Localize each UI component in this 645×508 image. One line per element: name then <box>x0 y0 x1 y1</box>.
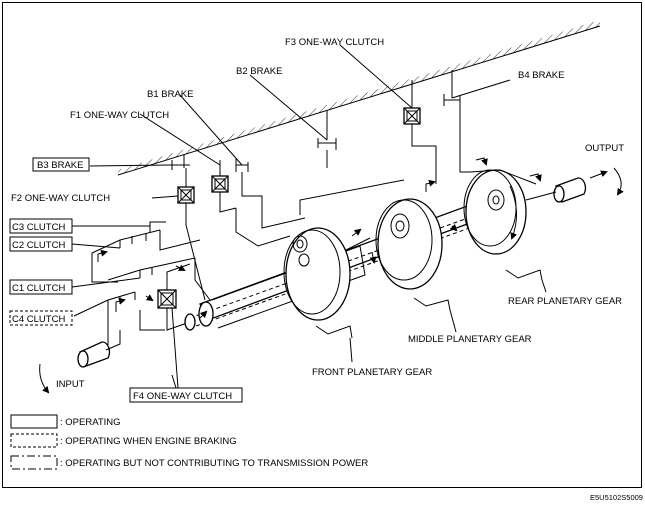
middle-planetary-gear-symbol <box>375 198 443 290</box>
leader-lines <box>71 44 511 389</box>
input-shaft <box>77 330 121 368</box>
c4-clutch-box <box>9 310 73 326</box>
figure-code: E5U5102S5009 <box>590 493 643 502</box>
input-label: INPUT <box>56 379 85 390</box>
diagram-frame <box>2 2 642 488</box>
legend-engine-braking: : OPERATING WHEN ENGINE BRAKING <box>60 436 237 447</box>
rear-planetary-gear-symbol <box>463 169 537 255</box>
b1-brake-label: B1 BRAKE <box>147 89 193 100</box>
b1-brake-symbol <box>235 158 306 247</box>
clutch-drums <box>91 221 211 345</box>
c2-clutch-label: C2 CLUTCH <box>12 240 65 251</box>
f4-one-way-clutch-symbol <box>157 263 191 389</box>
rear-planetary-gear-label: REAR PLANETARY GEAR <box>508 296 622 307</box>
c2-clutch-box <box>9 236 73 252</box>
f2-one-way-clutch-label: F2 ONE-WAY CLUTCH <box>11 193 110 204</box>
c3-clutch-label: C3 CLUTCH <box>12 222 65 233</box>
middle-planetary-gear-label: MIDDLE PLANETARY GEAR <box>408 334 532 345</box>
input-rotation-arrow <box>39 363 50 394</box>
f3-one-way-clutch-label: F3 ONE-WAY CLUTCH <box>285 37 384 48</box>
b2-brake-symbol <box>299 110 405 215</box>
transmission-case <box>117 20 601 176</box>
c1-clutch-label: C1 CLUTCH <box>12 283 65 294</box>
front-planetary-gear-symbol <box>283 227 371 321</box>
legend-not-contributing: : OPERATING BUT NOT CONTRIBUTING TO TRAN… <box>60 458 368 469</box>
legend: : OPERATING : OPERATING WHEN ENGINE BRAK… <box>10 414 368 470</box>
legend-dotted-box <box>10 433 58 448</box>
legend-operating: : OPERATING <box>60 417 121 428</box>
c1-clutch-box <box>9 279 73 295</box>
b2-brake-label: B2 BRAKE <box>236 66 282 77</box>
f4-one-way-clutch-box <box>129 387 243 403</box>
b4-brake-label: B4 BRAKE <box>518 70 564 81</box>
b4-brake-symbol <box>443 70 470 173</box>
output-shaft <box>525 167 624 203</box>
gear-brackets <box>315 269 547 363</box>
f4-one-way-clutch-label: F4 ONE-WAY CLUTCH <box>133 391 232 402</box>
front-planetary-gear-label: FRONT PLANETARY GEAR <box>312 367 432 378</box>
b3-brake-box <box>32 157 90 172</box>
legend-solid-box <box>10 414 58 429</box>
output-label: OUTPUT <box>585 143 624 154</box>
c3-clutch-box <box>9 218 73 234</box>
f2-one-way-clutch-symbol <box>177 168 206 301</box>
f1-one-way-clutch-label: F1 ONE-WAY CLUTCH <box>70 110 169 121</box>
b3-brake-label: B3 BRAKE <box>37 160 83 171</box>
f3-one-way-clutch-symbol <box>403 80 437 184</box>
power-flow-arrows <box>97 157 542 319</box>
legend-dashdot-box <box>10 455 58 470</box>
f1-one-way-clutch-symbol <box>211 160 237 213</box>
c4-clutch-label: C4 CLUTCH <box>12 314 65 325</box>
